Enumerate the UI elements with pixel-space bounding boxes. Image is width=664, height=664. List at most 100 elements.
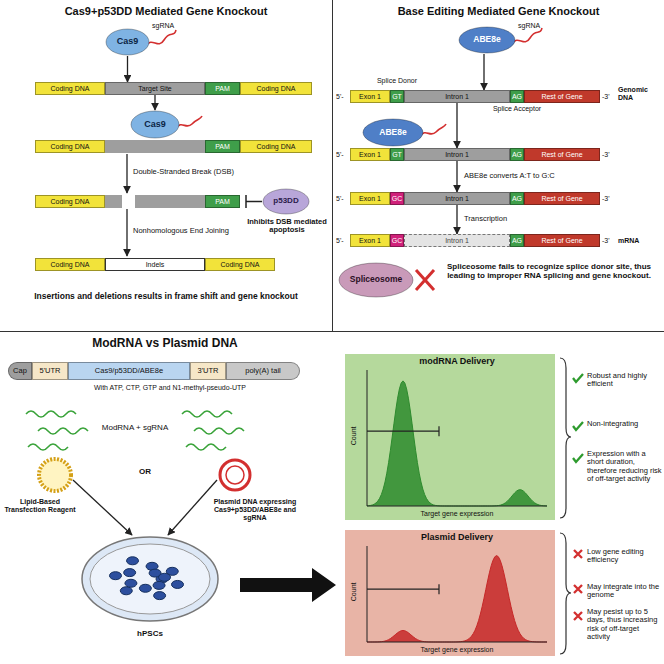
annotation: -3' bbox=[602, 195, 617, 203]
stem-cell bbox=[139, 584, 151, 592]
dna-segment: Exon 1 bbox=[350, 90, 390, 103]
dna-segment: GC bbox=[390, 234, 404, 247]
step-arrow bbox=[126, 209, 127, 256]
segment-label: Exon 1 bbox=[359, 151, 381, 159]
dna-segment: Coding DNA bbox=[240, 82, 312, 95]
plasmid-circle bbox=[220, 460, 250, 490]
result-arrow bbox=[240, 568, 336, 602]
segment-label: GC bbox=[392, 237, 403, 245]
protein-blob: ABE8e bbox=[362, 118, 424, 147]
panel: Cas9+p53DD Mediated Gene KnockoutCas9Cod… bbox=[0, 0, 332, 331]
flow-arrow bbox=[483, 54, 484, 90]
annotation: Low gene editing efficiency bbox=[587, 548, 662, 565]
delivery-arrow bbox=[168, 480, 217, 535]
protein-name: p53DD bbox=[273, 197, 298, 206]
segment-label: Coding DNA bbox=[221, 261, 260, 269]
segment-label: Cas9/p53DD/ABE8e bbox=[95, 367, 163, 375]
arrow-label: ABE8e converts A:T to G:C bbox=[462, 172, 557, 180]
segment-label: Intron 1 bbox=[445, 151, 469, 159]
panel-title: Cas9+p53DD Mediated Gene Knockout bbox=[0, 5, 332, 17]
dish-rim bbox=[82, 537, 218, 621]
modrna-strand bbox=[26, 411, 244, 450]
dna-segment: Rest of Gene bbox=[524, 192, 600, 205]
inhibition-bar bbox=[246, 195, 262, 208]
annotation: -3' bbox=[602, 93, 617, 101]
dna-segment: AG bbox=[510, 148, 524, 161]
annotation: Double-Stranded Break (DSB) bbox=[133, 168, 258, 176]
dna-segment: Intron 1 bbox=[404, 90, 510, 103]
delivery-arrow bbox=[73, 480, 217, 535]
segment-label: Coding DNA bbox=[51, 198, 90, 206]
annotation: OR bbox=[133, 468, 157, 477]
segment-label: Coding DNA bbox=[51, 85, 90, 93]
dna-segment: Coding DNA bbox=[35, 195, 105, 208]
check-mark bbox=[573, 422, 583, 430]
segment-label: Intron 1 bbox=[445, 93, 469, 101]
chart-title: Plasmid Delivery bbox=[367, 533, 547, 543]
panel: ModRNA vs Plasmid DNACap5'UTRCas9/p53DD/… bbox=[0, 332, 664, 664]
segment-label: Rest of Gene bbox=[541, 237, 582, 245]
blob-fill bbox=[339, 263, 413, 297]
fail-cross bbox=[416, 270, 434, 290]
dna-strand bbox=[105, 195, 122, 208]
dna-segment: PAM bbox=[205, 82, 240, 95]
dna-segment: GT bbox=[390, 148, 404, 161]
annotation: 5'- bbox=[336, 151, 350, 159]
annotation: -3' bbox=[602, 151, 617, 159]
annotation: Robust and highly efficient bbox=[587, 372, 662, 389]
bracket bbox=[560, 358, 571, 518]
dna-segment: Coding DNA bbox=[35, 140, 105, 153]
cross-mark bbox=[574, 585, 582, 593]
segment-label: GT bbox=[392, 151, 402, 159]
segment-label: Exon 1 bbox=[359, 93, 381, 101]
dna-segment: Rest of Gene bbox=[524, 234, 600, 247]
chart-title: modRNA Delivery bbox=[367, 357, 547, 367]
stem-cell bbox=[172, 580, 184, 588]
check-mark bbox=[573, 374, 583, 462]
blob-fill bbox=[263, 189, 309, 214]
panel: Base Editing Mediated Gene KnockoutABE8e… bbox=[333, 0, 664, 331]
sgrna-strand bbox=[176, 116, 202, 128]
segment-label: poly(A) tail bbox=[245, 367, 280, 375]
segment-label: Coding DNA bbox=[51, 261, 90, 269]
blob-fill bbox=[459, 27, 515, 53]
segment-label: Intron 1 bbox=[445, 195, 469, 203]
segment-label: AG bbox=[512, 237, 522, 245]
segment-label: Coding DNA bbox=[257, 143, 296, 151]
annotation: sgRNA bbox=[518, 22, 548, 30]
gate-marker bbox=[367, 426, 439, 436]
segment-label: Intron 1 bbox=[445, 237, 469, 245]
annotation: Nonhomologous End Joining bbox=[133, 227, 241, 235]
segment-label: Cap bbox=[13, 367, 27, 375]
gate-marker bbox=[367, 584, 439, 594]
dna-segment: Rest of Gene bbox=[524, 90, 600, 103]
dna-segment: AG bbox=[510, 90, 524, 103]
blob-fill bbox=[363, 119, 423, 146]
annotation: Insertions and deletions results in fram… bbox=[8, 292, 324, 302]
dna-segment: PAM bbox=[205, 140, 240, 153]
dna-segment: Intron 1 bbox=[404, 234, 510, 247]
dna-segment: 3'UTR bbox=[190, 362, 226, 380]
plasmid-circle bbox=[226, 466, 244, 484]
dna-segment: Exon 1 bbox=[350, 192, 390, 205]
protein-blob: Spliceosome bbox=[338, 262, 414, 298]
stem-cell bbox=[153, 581, 165, 589]
sgrna-strand bbox=[512, 28, 542, 44]
dna-strand bbox=[105, 140, 205, 153]
dna-segment: Coding DNA bbox=[205, 258, 275, 271]
modrna-strand bbox=[28, 444, 68, 450]
fail-cross bbox=[416, 270, 434, 290]
segment-label: 5'UTR bbox=[39, 367, 60, 375]
protein-name: ABE8e bbox=[473, 35, 500, 44]
segment-label: Rest of Gene bbox=[541, 93, 582, 101]
annotation: Non-integrating bbox=[587, 420, 662, 428]
flow-arrow bbox=[456, 103, 457, 148]
fail-cross bbox=[416, 270, 434, 290]
dna-segment: PAM bbox=[205, 195, 240, 208]
dna-segment: Exon 1 bbox=[350, 234, 390, 247]
stem-cell bbox=[125, 579, 137, 587]
dna-segment: Cap bbox=[8, 362, 32, 380]
bracket bbox=[560, 358, 571, 654]
annotation: Lipid-Based Transfection Reagent bbox=[2, 498, 78, 514]
